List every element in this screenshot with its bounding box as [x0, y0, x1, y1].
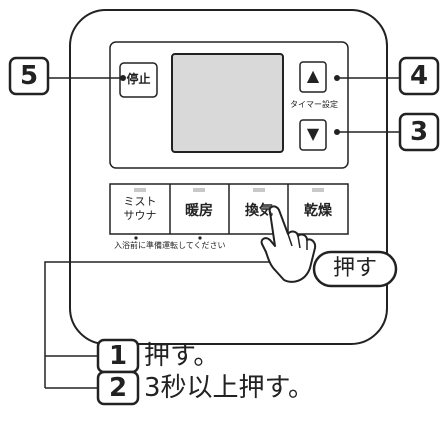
stop-button[interactable]: [119, 62, 158, 98]
stop-button-label: 停止: [126, 72, 151, 86]
callout-4-dot: [334, 75, 340, 81]
callout-4-number: 4: [409, 61, 429, 91]
step-2-box: [96, 370, 140, 406]
timer-down-button[interactable]: [299, 119, 327, 151]
callout-3-number: 3: [409, 117, 429, 147]
step-1-text: 押す。: [144, 341, 220, 371]
down-arrow-icon: ▼: [306, 124, 320, 143]
callout-5-box: [8, 56, 50, 96]
lcd-screen: [171, 53, 284, 153]
mist-dot: [134, 236, 138, 240]
timer-setting-label: タイマー設定: [290, 100, 338, 109]
callout-5-number: 5: [19, 61, 39, 91]
step-1-number: 1: [108, 341, 128, 371]
heating-button[interactable]: 暖房: [185, 203, 213, 219]
up-arrow-icon: ▲: [306, 66, 320, 85]
ventilation-indicator: [253, 188, 265, 192]
mist-sauna-button-line1[interactable]: ミスト: [123, 195, 157, 208]
step-2-number: 2: [108, 373, 128, 403]
drying-button[interactable]: 乾燥: [304, 203, 332, 219]
bracket-line: [44, 261, 282, 388]
heating-dot: [198, 236, 202, 240]
heating-indicator: [193, 188, 205, 192]
callout-5-dot: [120, 75, 126, 81]
step-2-text: 3秒以上押す。: [144, 373, 314, 403]
hand-icon: [260, 205, 317, 283]
drying-indicator: [312, 188, 324, 192]
pre-bath-note: 入浴前に準備運転してください: [114, 241, 226, 250]
ventilation-button[interactable]: 換気: [245, 203, 273, 219]
press-label: 押す: [332, 256, 377, 281]
mist-indicator: [134, 188, 146, 192]
press-label-box: [312, 250, 398, 288]
timer-up-button[interactable]: [299, 61, 327, 93]
mist-sauna-button-line2[interactable]: サウナ: [123, 209, 157, 222]
callout-4-box: [398, 56, 440, 96]
callout-3-dot: [334, 129, 340, 135]
